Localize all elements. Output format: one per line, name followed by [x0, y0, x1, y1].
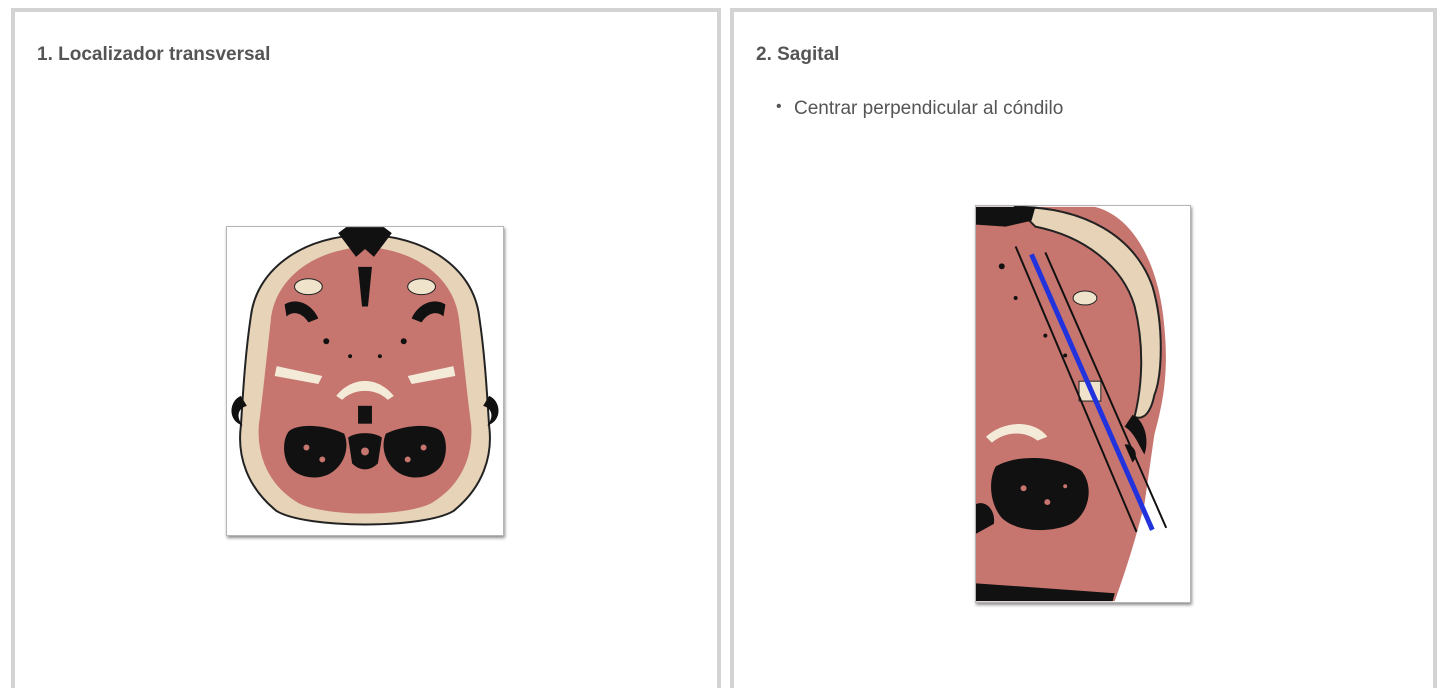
instruction-list: Centrar perpendicular al cóndilo — [772, 98, 1063, 120]
protocol-step-panel-transverse: 1. Localizador transversal — [11, 8, 721, 688]
protocol-step-panel-sagittal: 2. Sagital Centrar perpendicular al cónd… — [730, 8, 1437, 688]
panel-title: 1. Localizador transversal — [37, 44, 270, 66]
sagittal-planning-lines-icon — [975, 205, 1191, 603]
instruction-item: Centrar perpendicular al cóndilo — [772, 98, 1063, 120]
axial-mri-scout-icon — [226, 226, 504, 536]
panel-title: 2. Sagital — [756, 44, 839, 66]
